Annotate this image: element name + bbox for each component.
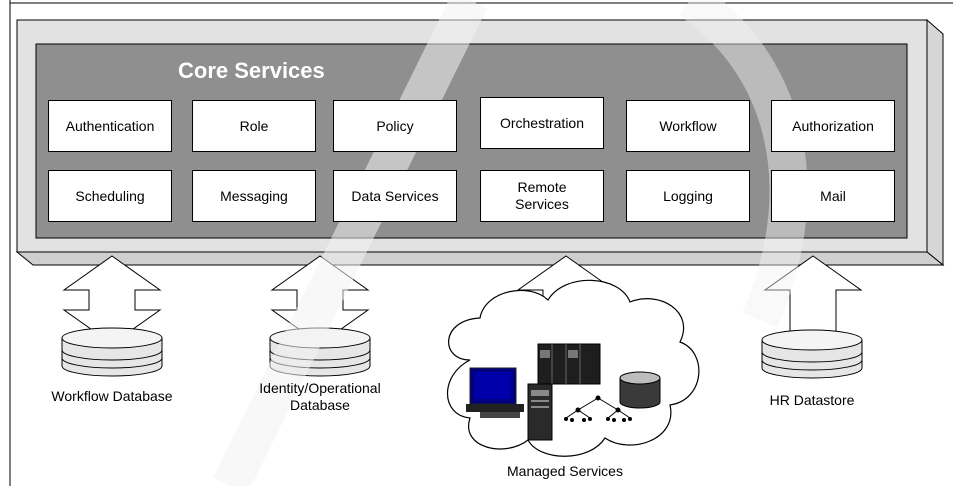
service-label: Remote Services xyxy=(515,179,569,212)
hr-datastore-label: HR Datastore xyxy=(769,392,855,408)
service-box-mail: Mail xyxy=(771,170,895,222)
service-label: Messaging xyxy=(220,187,288,204)
service-label: Data Services xyxy=(351,187,439,204)
watermark-stroke xyxy=(212,0,488,491)
service-box-remote-services: Remote Services xyxy=(480,170,604,222)
managed-services-label: Managed Services xyxy=(507,463,623,479)
identity-database-label-line1: Identity/Operational xyxy=(259,380,381,396)
service-label: Scheduling xyxy=(75,187,145,204)
storage-icon xyxy=(619,371,661,409)
service-label: Mail xyxy=(820,187,846,204)
service-label: Logging xyxy=(663,187,713,204)
service-label: Policy xyxy=(376,117,414,134)
panel-side-face xyxy=(926,18,944,267)
identity-database-label: Identity/Operational Database xyxy=(230,380,410,414)
service-box-scheduling: Scheduling xyxy=(48,170,172,222)
service-box-role: Role xyxy=(192,100,316,152)
tower-server-icon xyxy=(527,383,553,441)
service-box-data-services: Data Services xyxy=(333,170,457,222)
service-box-orchestration: Orchestration xyxy=(480,97,604,149)
hr-datastore-icon xyxy=(761,329,863,379)
network-tree-icon xyxy=(564,395,632,422)
server-rack-icon xyxy=(537,343,601,385)
service-box-policy: Policy xyxy=(333,100,457,152)
service-label: Orchestration xyxy=(499,114,585,131)
service-box-authorization: Authorization xyxy=(771,100,895,152)
service-box-logging: Logging xyxy=(626,170,750,222)
service-label: Authorization xyxy=(792,117,874,134)
service-box-messaging: Messaging xyxy=(192,170,316,222)
service-label: Authentication xyxy=(65,117,155,134)
identity-database-label-line2: Database xyxy=(290,397,350,413)
service-box-authentication: Authentication xyxy=(48,100,172,152)
desktop-computer-icon xyxy=(466,367,524,418)
workflow-database-icon xyxy=(61,327,163,377)
service-label: Workflow xyxy=(659,117,717,134)
service-label: Role xyxy=(239,117,269,134)
service-box-workflow: Workflow xyxy=(626,100,750,152)
core-services-panel xyxy=(35,43,908,239)
workflow-database-label: Workflow Database xyxy=(51,388,173,404)
core-services-title: Core Services xyxy=(178,58,325,83)
